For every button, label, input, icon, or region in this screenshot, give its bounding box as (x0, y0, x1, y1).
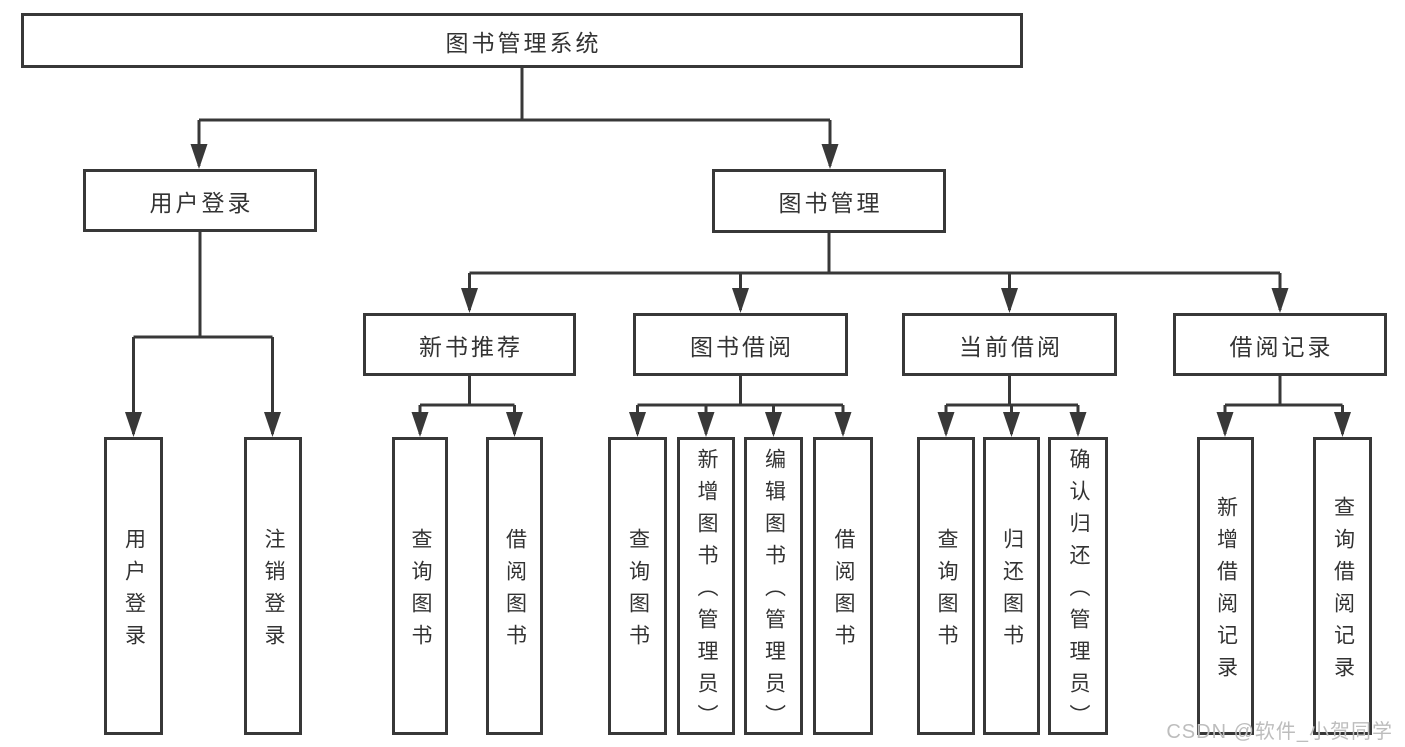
arrowhead (125, 412, 142, 437)
node-library-management-system: 图书管理系统 (21, 13, 1023, 68)
node-current-borrow: 当前借阅 (902, 313, 1117, 376)
node-label: 查询图书 (409, 527, 432, 656)
node-label: 归还图书 (1000, 527, 1024, 656)
node-label: 查询图书 (626, 527, 650, 656)
node-label: 图书管理系统 (445, 29, 602, 56)
node-new-book-recommend: 新书推荐 (363, 313, 576, 376)
node-leaf-logout: 注销登录 (244, 437, 302, 735)
arrowhead (834, 412, 852, 437)
arrowhead (1216, 412, 1234, 437)
node-leaf-edit-book-admin: 编辑图书（管理员） (744, 437, 803, 736)
node-leaf-borrow-book-1: 借阅图书 (486, 437, 543, 735)
connector-bookmgmt-to-level3 (461, 233, 1289, 313)
arrowhead (190, 144, 208, 169)
node-leaf-query-book-2: 查询图书 (608, 437, 667, 735)
connector-newbook-to-leaves (411, 376, 523, 437)
arrowhead (732, 288, 749, 313)
node-label: 注销登录 (262, 527, 285, 656)
node-borrow-record: 借阅记录 (1173, 313, 1387, 376)
arrowhead (629, 412, 646, 437)
node-leaf-user-login: 用户登录 (104, 437, 163, 735)
connector-userlogin-to-leaves (125, 232, 281, 437)
node-label: 新增图书（管理员） (695, 447, 718, 736)
arrowhead (821, 144, 839, 169)
node-leaf-confirm-return-admin: 确认归还（管理员） (1048, 437, 1108, 736)
connector-borrowrecord-to-leaves (1216, 376, 1351, 437)
node-leaf-query-book-1: 查询图书 (392, 437, 448, 735)
arrowhead (1003, 412, 1020, 437)
node-label: 新书推荐 (419, 333, 523, 360)
node-user-login: 用户登录 (83, 169, 317, 232)
arrowhead (937, 412, 955, 437)
arrowhead (411, 412, 429, 437)
node-label: 借阅记录 (1229, 333, 1334, 360)
connector-root-to-level2 (190, 68, 839, 169)
node-leaf-borrow-book-2: 借阅图书 (813, 437, 873, 735)
node-label: 查询图书 (935, 527, 958, 656)
arrowhead (1271, 288, 1289, 313)
node-label: 用户登录 (149, 189, 254, 216)
connector-bookborrow-to-leaves (629, 376, 852, 437)
arrowhead (461, 288, 478, 313)
node-label: 确认归还（管理员） (1067, 447, 1090, 736)
connector-currentborrow-to-leaves (937, 376, 1087, 437)
node-leaf-add-borrow-record: 新增借阅记录 (1197, 437, 1254, 735)
node-leaf-add-book-admin: 新增图书（管理员） (677, 437, 735, 736)
node-label: 编辑图书（管理员） (762, 447, 786, 736)
node-label: 借阅图书 (503, 527, 527, 656)
arrowhead (1069, 412, 1087, 437)
node-label: 查询借阅记录 (1331, 495, 1355, 688)
arrowhead (264, 412, 281, 437)
node-book-borrow: 图书借阅 (633, 313, 848, 376)
node-leaf-query-book-3: 查询图书 (917, 437, 975, 735)
node-label: 用户登录 (122, 527, 146, 656)
arrowhead (697, 412, 715, 437)
node-label: 图书借阅 (690, 333, 794, 360)
node-leaf-return-book: 归还图书 (983, 437, 1040, 735)
node-label: 新增借阅记录 (1214, 495, 1238, 688)
arrowhead (506, 412, 523, 437)
node-leaf-query-borrow-record: 查询借阅记录 (1313, 437, 1372, 735)
node-book-management: 图书管理 (712, 169, 946, 233)
arrowhead (1334, 412, 1351, 437)
arrowhead (765, 412, 782, 437)
arrowhead (1001, 288, 1018, 313)
node-label: 当前借阅 (959, 333, 1063, 360)
node-label: 借阅图书 (832, 527, 855, 656)
csdn-watermark: CSDN @软件_小贺同学 (1166, 721, 1393, 743)
node-label: 图书管理 (778, 190, 883, 216)
